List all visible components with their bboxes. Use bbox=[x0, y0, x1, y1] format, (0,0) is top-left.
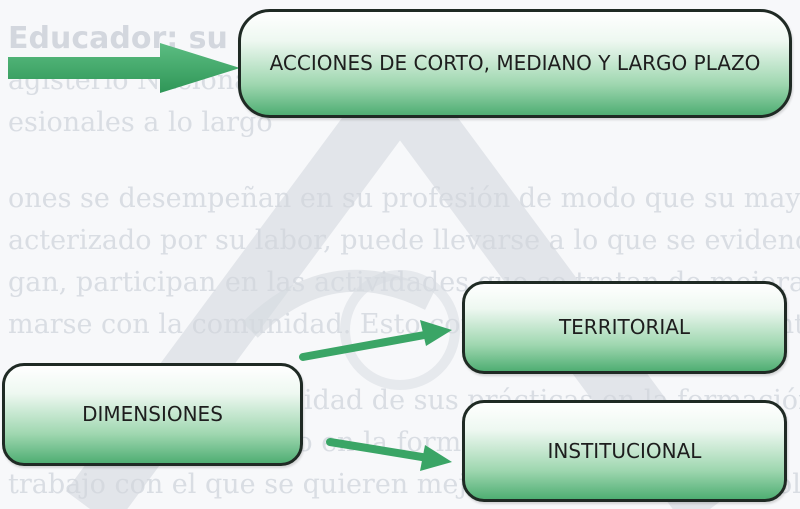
big-arrow-right bbox=[8, 43, 240, 93]
node-institucional: INSTITUCIONAL bbox=[462, 400, 787, 502]
node-dimensiones: DIMENSIONES bbox=[2, 363, 303, 466]
background-line: esionales a lo largo bbox=[8, 107, 273, 138]
arrow-shaft bbox=[326, 438, 432, 462]
node-acciones: ACCIONES DE CORTO, MEDIANO Y LARGO PLAZO bbox=[238, 9, 792, 118]
background-line: acterizado por su labor, puede llevarse … bbox=[8, 225, 800, 256]
node-dimensiones-label: DIMENSIONES bbox=[82, 402, 223, 426]
watermark-swoosh bbox=[242, 269, 435, 338]
node-territorial-label: TERRITORIAL bbox=[558, 315, 691, 339]
background-line: ones se desempeñan en su profesión de mo… bbox=[8, 183, 800, 214]
watermark-circle bbox=[340, 270, 460, 390]
arrow-head bbox=[420, 445, 452, 471]
node-institucional-label: INSTITUCIONAL bbox=[547, 438, 702, 463]
arrow-to-institucional bbox=[326, 438, 452, 471]
arrow-head bbox=[420, 320, 452, 346]
node-territorial: TERRITORIAL bbox=[462, 281, 787, 374]
arrow-to-territorial bbox=[299, 320, 452, 361]
arrow-shaft bbox=[299, 330, 434, 361]
node-acciones-label: ACCIONES DE CORTO, MEDIANO Y LARGO PLAZO bbox=[269, 51, 761, 75]
